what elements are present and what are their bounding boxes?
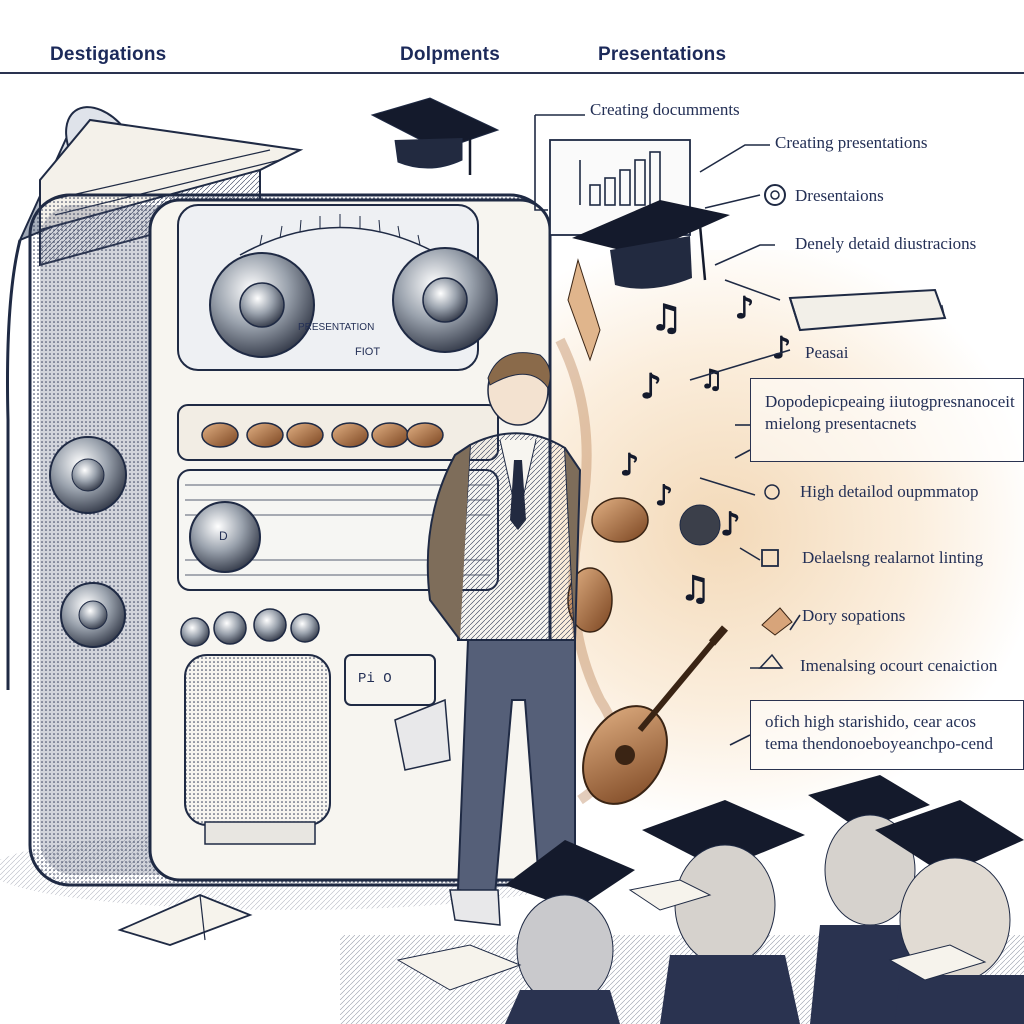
music-note-icon: ♪ xyxy=(655,479,673,512)
music-note-icon: ♪ xyxy=(620,448,639,483)
drum-icon xyxy=(591,497,649,543)
guitar-icon xyxy=(582,625,729,805)
callout-creating-documments: Creating documments xyxy=(590,100,740,119)
music-notes: ♪ ♪ ♫ ♫ ♪ ♪ ♫ ♪ ♪ xyxy=(620,291,792,610)
guitar-neck-icon xyxy=(567,258,601,362)
callout-leaders xyxy=(534,114,801,746)
graduate xyxy=(642,800,805,1024)
music-note-icon: ♫ xyxy=(700,365,723,395)
callout-peasai: Peasai xyxy=(805,343,849,362)
graduation-cap-icon xyxy=(370,97,500,175)
callout-dresentaions: Dresentaions xyxy=(795,186,884,205)
callout-box-line: tema thendonoeboyeanchpo-cend xyxy=(765,734,993,753)
callout-imenalsing: Imenalsing ocourt cenaiction xyxy=(800,656,998,675)
shape-icon xyxy=(761,607,793,636)
music-note-icon: ♪ xyxy=(640,367,662,407)
music-note-icon: ♪ xyxy=(720,505,740,543)
graduation-cap-icon xyxy=(572,200,730,289)
callout-box-line: mielong presentacnets xyxy=(765,414,917,433)
radio-dial-label: PRESENTATION xyxy=(298,322,375,333)
music-note-icon: ♫ xyxy=(650,298,682,339)
graduates-group xyxy=(340,775,1024,1024)
callout-denely-detaid: Denely detaid diustracions xyxy=(795,234,977,253)
student-figure xyxy=(394,352,582,926)
spiral-icon xyxy=(764,184,786,206)
open-book-icon xyxy=(628,879,712,911)
microphone-icon xyxy=(679,504,721,546)
open-book-icon xyxy=(117,894,253,946)
triangle-icon xyxy=(758,653,784,669)
music-note-icon: ♫ xyxy=(680,569,710,609)
callout-dory-sopations: Dory sopations xyxy=(802,606,906,625)
radio-knob-label: D xyxy=(219,529,228,543)
callout-box-line: ofich high starishido, cear acos xyxy=(765,712,977,731)
header-divider xyxy=(0,72,1024,74)
callout-high-detailod: High detailod oupmmatop xyxy=(800,482,979,501)
radio-icon xyxy=(28,193,552,887)
radio-dial-sub: FIOT xyxy=(355,346,381,358)
graduate xyxy=(505,840,635,1024)
tab-destigations[interactable]: Destigations xyxy=(50,44,167,65)
radio-panel-label: Pi O xyxy=(358,671,392,687)
callout-delaelsng: Delaelsng realarnot linting xyxy=(802,548,984,567)
callout-box-line: Dopodepicpeaing iiutogpresnanoceit xyxy=(765,392,1015,411)
open-book-icon xyxy=(888,944,987,981)
callout-box-developing: Dopodepicpeaing iiutogpresnanoceit mielo… xyxy=(750,378,1024,462)
callout-box-high-stars: ofich high starishido, cear acos tema th… xyxy=(750,700,1024,770)
tab-presentations[interactable]: Presentations xyxy=(598,44,727,65)
callout-creating-presentations: Creating presentations xyxy=(775,133,928,152)
tab-dolpments[interactable]: Dolpments xyxy=(400,44,500,65)
music-note-icon: ♪ xyxy=(772,331,791,366)
book-icon xyxy=(788,288,947,332)
open-book-icon xyxy=(396,944,522,991)
frame-icon xyxy=(761,549,779,567)
ring-icon xyxy=(764,484,780,500)
music-note-icon: ♪ xyxy=(735,291,754,326)
